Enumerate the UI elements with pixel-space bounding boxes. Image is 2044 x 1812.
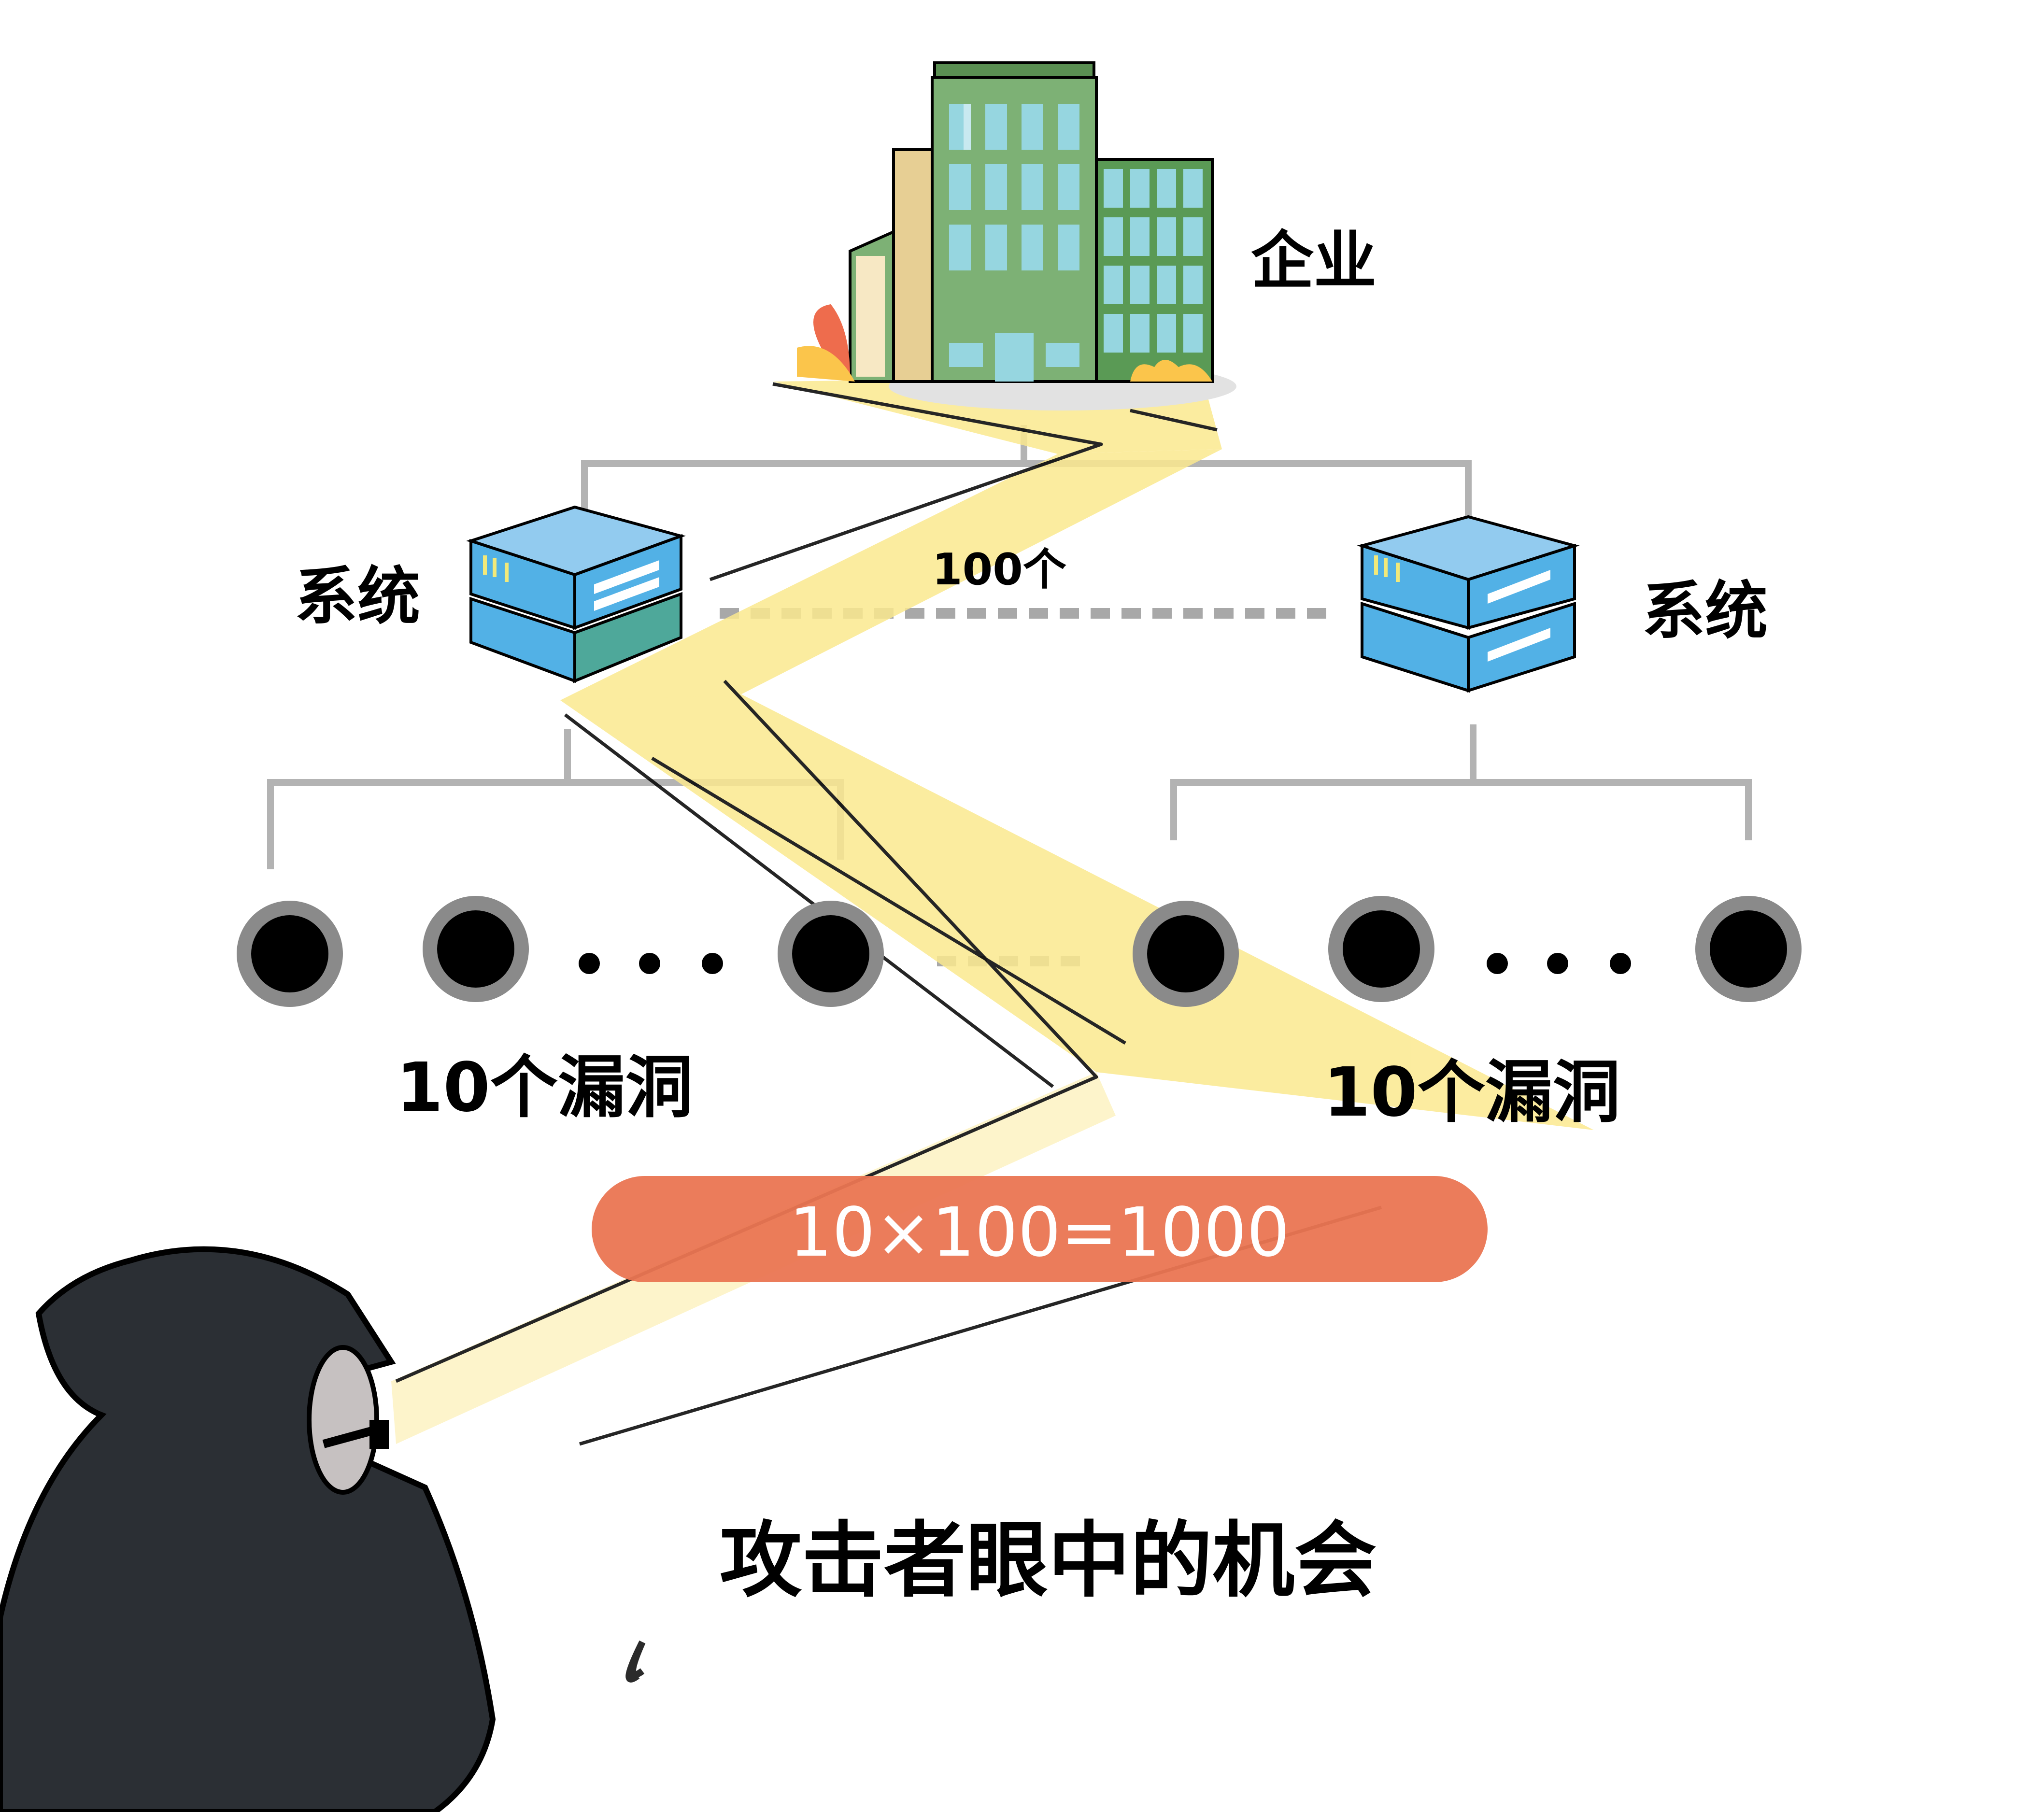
hooded-attacker-icon (0, 1246, 646, 1812)
left-server-stack-icon (466, 505, 686, 683)
formula-text: 10×100=1000 (789, 1193, 1290, 1272)
left-vulnerability-group (237, 896, 884, 1007)
beam-segment-2 (560, 691, 1594, 1130)
vulnerability-hole-icon (237, 901, 343, 1007)
main-roof (933, 61, 1095, 79)
annex-windows (856, 256, 885, 377)
yellow-bush-left (797, 346, 855, 382)
ellipsis-dots (579, 953, 723, 974)
right-vulnerability-group (1133, 896, 1802, 1007)
speech-tail (625, 1640, 646, 1683)
right-system-label: 系统 (1642, 574, 1768, 648)
right-windows (1104, 169, 1203, 353)
ellipsis-dots (1487, 953, 1631, 974)
vulnerability-hole-icon (1328, 896, 1434, 1002)
orange-plant (813, 304, 850, 377)
diagram-caption: 攻击者眼中的机会 (720, 1513, 1377, 1609)
beam-segment-3 (560, 449, 1222, 700)
sunglasses-lens (369, 1420, 389, 1449)
sunglasses-icon (322, 1425, 378, 1448)
system-count-label: 100个 (932, 544, 1066, 595)
enterprise-label: 企业 (1251, 224, 1377, 297)
right-system-to-vulns-connector (1170, 724, 1752, 840)
right-vulnerability-label: 10个漏洞 (1323, 1053, 1620, 1132)
yellow-bush-right (1130, 360, 1212, 382)
vulnerability-hole-icon (778, 901, 884, 1007)
formula-badge: 10×100=1000 (592, 1176, 1488, 1282)
beam-edge (395, 382, 1382, 1446)
attacker-face (307, 1345, 379, 1495)
attacker-body (0, 1246, 496, 1812)
server-lower-right-face (573, 592, 682, 683)
main-windows (949, 104, 1079, 382)
left-system-label: 系统 (295, 560, 420, 633)
enterprise-building-icon (797, 61, 1236, 411)
right-server-stack-icon (1357, 515, 1580, 693)
vulnerability-hole-icon (1695, 896, 1802, 1002)
vulnerability-hole-icon (423, 896, 529, 1002)
left-vulnerability-label: 10个漏洞 (396, 1048, 693, 1127)
left-tower (892, 148, 934, 383)
vulnerability-hole-icon (1133, 901, 1239, 1007)
formula-pill (592, 1176, 1488, 1282)
